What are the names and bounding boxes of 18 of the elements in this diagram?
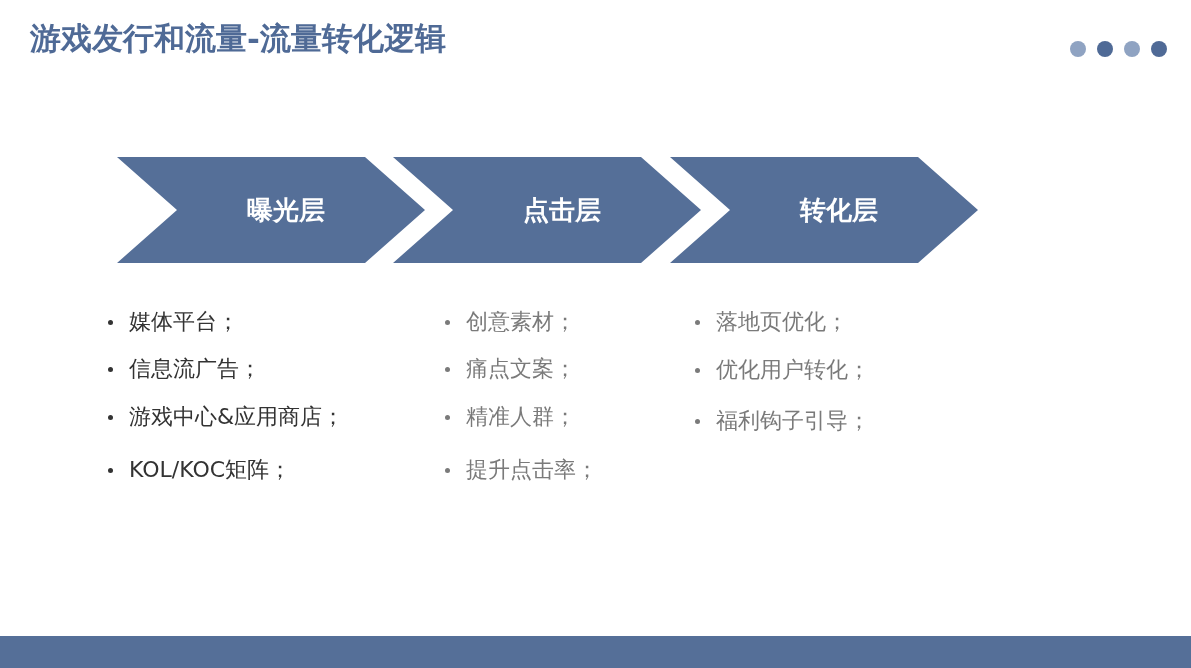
bullet-text: 创意素材；	[466, 308, 576, 336]
bullet-text: 提升点击率；	[466, 456, 598, 484]
bullet-text: 痛点文案；	[466, 355, 576, 383]
bullet-text: 精准人群；	[466, 403, 576, 431]
stage-label: 曝光层	[246, 193, 326, 227]
chevron-shape	[117, 157, 425, 263]
bullet-text: KOL/KOC矩阵；	[129, 456, 292, 484]
bullet-text: 游戏中心&应用商店；	[129, 403, 345, 431]
chevron-shape	[393, 157, 701, 263]
stage-label: 转化层	[798, 193, 879, 227]
bullet-text: 信息流广告；	[129, 355, 261, 383]
bullet-text: 媒体平台；	[129, 308, 239, 336]
chevron-shape	[670, 157, 978, 263]
bullet-text: 落地页优化；	[716, 308, 848, 336]
stage-label: 点击层	[522, 193, 602, 227]
bullet-text: 福利钩子引导；	[716, 407, 870, 435]
bullet-text: 优化用户转化；	[716, 356, 870, 384]
slide-title: 游戏发行和流量-流量转化逻辑	[30, 19, 446, 58]
